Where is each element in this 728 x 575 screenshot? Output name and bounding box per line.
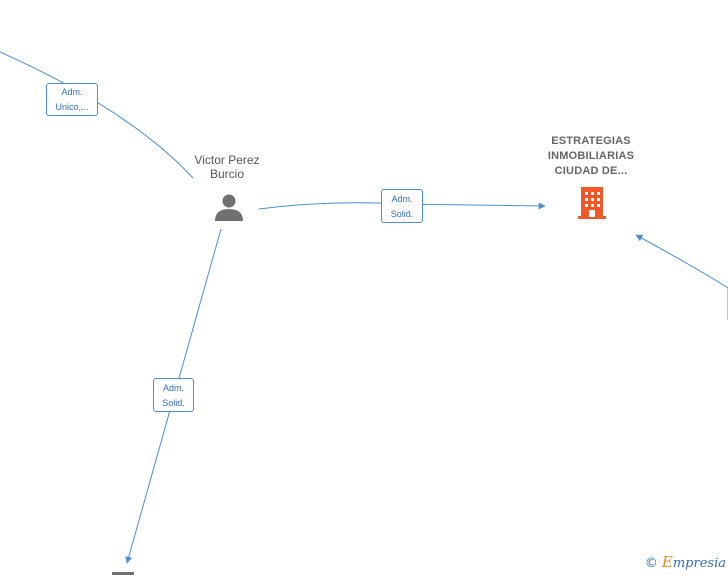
edge-label-top-left[interactable]: Adm. Unico,... xyxy=(46,83,98,116)
building-icon[interactable] xyxy=(578,187,606,219)
edge-label-person-company[interactable]: Adm. Solid. xyxy=(381,189,423,223)
company-name-line2: INMOBILIARIAS xyxy=(547,150,635,162)
empresia-watermark: ©Empresia xyxy=(645,553,726,571)
person-name-line2: Burcio xyxy=(209,167,244,181)
brand-initial: E xyxy=(661,553,673,571)
person-icon[interactable] xyxy=(215,194,243,222)
company-name-line3: CIUDAD DE... xyxy=(554,165,628,177)
edge-label-person-bottom[interactable]: Adm. Solid. xyxy=(153,378,194,412)
company-name[interactable]: ESTRATEGIAS INMOBILIARIAS CIUDAD DE... xyxy=(530,134,652,179)
edge-label-person-bottom-line2: Solid. xyxy=(162,398,185,408)
brand-name: mpresia xyxy=(672,556,726,571)
person-name[interactable]: Victor Perez Burcio xyxy=(176,153,278,181)
person-name-line1: Victor Perez xyxy=(194,153,260,167)
edge-label-top-left-line1: Adm. xyxy=(61,87,83,97)
copyright-symbol: © xyxy=(644,556,658,571)
bottom-node-icon[interactable] xyxy=(112,572,134,575)
edge-label-person-company-line2: Solid. xyxy=(390,209,414,219)
company-name-line1: ESTRATEGIAS xyxy=(551,135,631,147)
edge-label-person-company-line1: Adm. xyxy=(391,194,413,204)
edge-label-person-bottom-line1: Adm. xyxy=(162,383,184,393)
edge-label-top-left-line2: Unico,... xyxy=(55,102,89,112)
edge-right-company-line xyxy=(635,234,728,320)
edge-top-left-line xyxy=(0,51,194,179)
